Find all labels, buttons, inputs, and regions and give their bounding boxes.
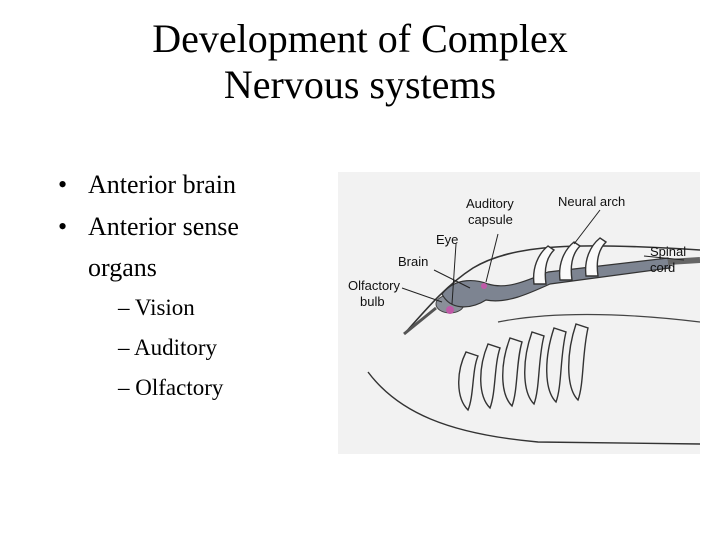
neural-arch-2 — [558, 241, 582, 281]
bullet-anterior-sense-organs: • Anterior sense organs — [56, 206, 326, 288]
label-auditory-capsule-line-1: Auditory — [466, 196, 514, 211]
sub-bullet-auditory: – Auditory — [118, 335, 218, 360]
gill-arch-1 — [458, 351, 479, 412]
gill-arch-5 — [546, 327, 567, 404]
gill-arch-6 — [568, 323, 589, 402]
gill-arch-4 — [524, 331, 545, 406]
bullet-text: Anterior brain — [88, 170, 237, 199]
leader-eye — [451, 243, 457, 305]
slide-title-line-2: Nervous systems — [223, 62, 497, 107]
label-olfactory-bulb-line-1: Olfactory — [348, 278, 401, 293]
leader-spinal-cord — [643, 255, 685, 261]
bullet-dot: • — [58, 212, 68, 241]
leader-lines — [401, 209, 685, 305]
nervous-system-diagram: Auditory capsule Neural arch Eye Brain S… — [338, 172, 700, 454]
label-neural-arch: Neural arch — [558, 194, 625, 209]
sub-bullet-olfactory: – Olfactory — [118, 375, 224, 400]
jaw-outline — [367, 371, 700, 445]
bullet-dot: • — [58, 170, 68, 199]
label-brain: Brain — [398, 254, 428, 269]
neural-arch-1 — [532, 245, 556, 285]
gill-arch-3 — [502, 337, 523, 408]
leader-brain — [433, 269, 471, 289]
neural-arch-3 — [584, 237, 608, 277]
leader-neural-arch — [573, 209, 601, 245]
bullet-text: Anterior sense — [88, 212, 239, 241]
leader-auditory — [485, 233, 499, 283]
label-spinal-cord-line-1: Spinal — [650, 244, 686, 259]
gill-arch-2 — [480, 343, 501, 410]
bullet-text-continued: organs — [88, 253, 157, 282]
olfactory-stalk — [403, 306, 437, 336]
label-eye: Eye — [436, 232, 458, 247]
sub-bullet-vision: – Vision — [118, 295, 195, 320]
label-auditory-capsule-line-2: capsule — [468, 212, 513, 227]
label-olfactory-bulb-line-2: bulb — [360, 294, 385, 309]
leader-olfactory — [401, 287, 443, 303]
eye-marker — [446, 306, 454, 314]
spinal-cord-line — [667, 257, 700, 265]
neural-arches — [532, 237, 608, 285]
diagram-svg: Auditory capsule Neural arch Eye Brain S… — [348, 194, 700, 445]
slide-title: Development of Complex Nervous systems — [0, 16, 720, 108]
slide-title-line-1: Development of Complex — [152, 16, 568, 61]
ear-marker — [481, 283, 487, 289]
bullet-list: • Anterior brain • Anterior sense organs… — [56, 164, 326, 408]
bullet-anterior-brain: • Anterior brain — [56, 164, 326, 206]
sub-bullet-list: – Vision – Auditory – Olfactory — [56, 288, 326, 408]
gill-arches — [458, 323, 589, 412]
label-spinal-cord-line-2: cord — [650, 260, 675, 275]
head-outline — [405, 244, 700, 333]
body-inner-line — [497, 313, 700, 323]
